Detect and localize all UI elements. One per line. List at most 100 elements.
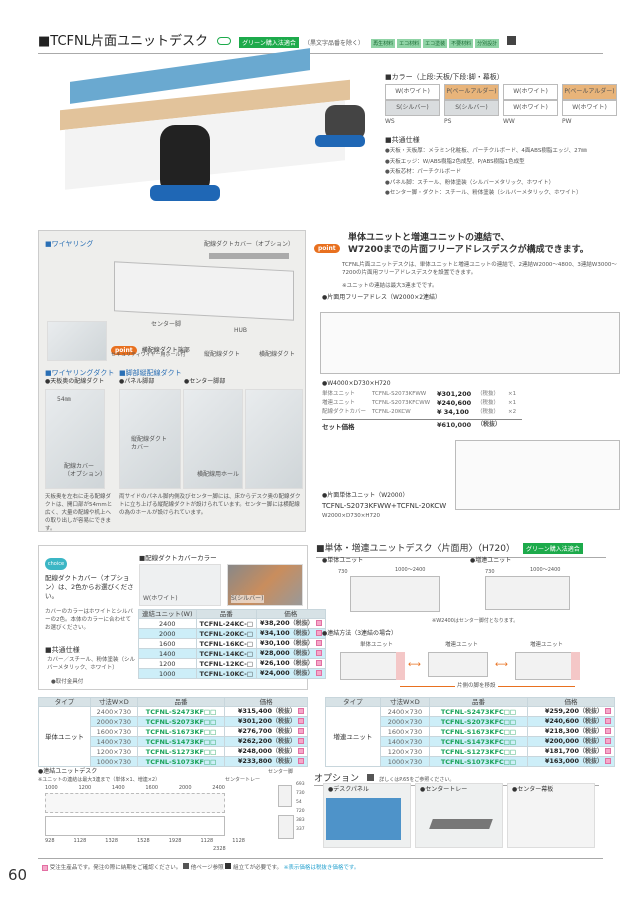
- code-cell: TCFNL-20KC-□: [195, 628, 257, 639]
- assembly-icon: [225, 863, 232, 869]
- add-unit-label: ●増連ユニット: [470, 557, 512, 564]
- size-cell: 1600×730: [89, 726, 138, 737]
- swatch-bottom: S(シルバー): [444, 100, 499, 116]
- made-to-order-icon: [298, 718, 304, 724]
- choice-spec-body: カバー／スチール、粉体塗装（シルバーメタリック、ホワイト）: [47, 657, 136, 671]
- footer-legend: 受注生産品です。発注の際に納期をご確認ください。 他ページ参照 組立てが必要です…: [40, 863, 359, 872]
- linked-note: ※ユニットの連結は最大3連まで（単体×1、増連×2）: [38, 777, 161, 783]
- center-leg-photo: [183, 389, 243, 489]
- price-cell: ¥218,300（税抜）: [526, 726, 616, 737]
- hub-label: HUB: [234, 327, 248, 334]
- page-header: ■TCFNL片面ユニットデスク グリーン購入法適合 （黒文字品番を除く） 再生材…: [38, 30, 603, 54]
- size-cell: 1600×730: [379, 726, 431, 737]
- size-cell: 2000×730: [379, 716, 431, 727]
- swatch-top: W(ホワイト): [503, 84, 558, 100]
- point-badge: point: [314, 244, 340, 253]
- choice-title: 配線ダクトカバー（オプション）は、2色からお選びください。: [45, 574, 134, 600]
- center-leg-label: センター脚: [268, 769, 294, 775]
- hero-desk-image: [40, 48, 370, 225]
- made-to-order-icon: [315, 660, 322, 666]
- choice-panel: choice 配線ダクトカバー（オプション）は、2色からお選びください。 カバー…: [38, 545, 326, 690]
- width-cell: 2400: [138, 618, 197, 629]
- dim: 1128: [200, 838, 214, 844]
- v-cover-label: 縦配線ダクトカバー: [131, 436, 168, 451]
- eco-label: 再生材料: [371, 39, 396, 48]
- price-cell: ¥301,200（税抜）: [224, 716, 308, 727]
- choice-body: カバーのカラーはホワイトとシルバーの2色。本体のカラーに合わせてお選びください。: [45, 609, 134, 631]
- code-cell: TCFNL-S1473KF□□: [136, 736, 226, 747]
- swatch-bottom: S(シルバー): [385, 100, 440, 116]
- options-ref: 詳しくはP.65をご参照ください。: [379, 777, 455, 783]
- cover-opt-label: 配線カバー（オプション）: [64, 463, 107, 478]
- choice-spec-heading: ■共通仕様: [45, 646, 80, 654]
- made-to-order-icon: [605, 728, 611, 734]
- code-cell: TCFNL-S1273KFC□□: [429, 746, 528, 757]
- eco-label: エコ塗装: [423, 39, 448, 48]
- dim: 730: [296, 791, 305, 796]
- item-qty: ×1: [508, 400, 517, 406]
- spec-item: ●センター脚・ダクト：スチール、粉体塗装（シルバーメタリック、ホワイト）: [385, 190, 582, 196]
- dim: 1400: [111, 785, 125, 791]
- price-cell: ¥38,200（税抜）: [255, 618, 326, 629]
- code-cell: TCFNL-14KC-□: [195, 648, 257, 659]
- panel-leg-photo: [119, 389, 181, 489]
- size-cell: 1400×730: [89, 736, 138, 747]
- size-cell: 1400×730: [379, 736, 431, 747]
- leg-desc: 両サイドのパネル脚内側及びセンター脚には、床からデスク奥の配線ダクトに立ち上げる…: [119, 494, 301, 516]
- dim: 1128: [73, 838, 87, 844]
- dim: 1000: [45, 785, 58, 791]
- code-cell: TCFNL-S1673KFC□□: [429, 726, 528, 737]
- add-unit-diagram: [485, 576, 570, 610]
- set-row: 単体ユニット TCFNL-S2073KFWW ¥301,200 （税抜） ×1: [322, 390, 522, 399]
- swatch-code: PW: [562, 118, 572, 125]
- point-badge: point: [111, 346, 137, 355]
- move-leg-label: 片側の脚を移設: [455, 682, 498, 690]
- h-hole-label: 横配線用ホール: [197, 471, 240, 478]
- item-code: TCFNL-S2073KFWW: [372, 391, 427, 397]
- made-to-order-icon: [298, 758, 304, 764]
- green-purchase-badge: グリーン購入法適合: [523, 543, 583, 554]
- linked-plan-view: [45, 793, 225, 813]
- eco-label: 不要材料: [449, 39, 474, 48]
- width-cell: 1600: [138, 638, 197, 649]
- price-cell: ¥28,000（税抜）: [255, 648, 326, 659]
- point-headline: 単体ユニットと増連ユニットの連結で、 W7200までの片面フリーアドレスデスクが…: [348, 232, 589, 256]
- size-cell: 1200×730: [379, 746, 431, 757]
- set-row: 配線ダクトカバー TCFNL-20KCW ¥ 34,100 （税抜） ×2: [322, 408, 522, 417]
- duct-end-photo: [47, 321, 107, 361]
- page-title: ■TCFNL片面ユニットデスク: [38, 34, 208, 49]
- color-heading: ■カラー（上段:天板/下段:脚・幕板）: [385, 73, 504, 81]
- width-cell: 1200: [138, 658, 197, 669]
- item-name: 単体ユニット: [322, 391, 356, 397]
- method-unit-3: [515, 652, 580, 680]
- code-cell: TCFNL-12KC-□: [195, 658, 257, 669]
- tax-label: （税抜）: [477, 400, 500, 406]
- price-cell: ¥248,000（税抜）: [224, 746, 308, 757]
- horizontal-duct-label: 横配線ダクト: [259, 351, 296, 358]
- white-cover-photo: W(ホワイト): [139, 564, 221, 606]
- eco-mark-icon: [217, 37, 232, 45]
- option-label: ●デスクパネル: [328, 786, 369, 793]
- option-center-tray[interactable]: ●センタートレー: [415, 783, 503, 848]
- dim-label: 54㎜: [57, 396, 71, 403]
- item-name: 配線ダクトカバー: [322, 409, 367, 415]
- headline-line: W7200までの片面フリーアドレスデスクが構成できます。: [348, 245, 589, 255]
- eco-label: エコ材料: [397, 39, 422, 48]
- connect-arrow-icon: ⟷: [495, 660, 508, 670]
- option-desk-panel[interactable]: ●デスクパネル: [323, 783, 411, 848]
- price-cell: ¥233,800（税抜）: [224, 756, 308, 767]
- dim: 1600: [145, 785, 159, 791]
- center-leg-label: センター脚: [151, 321, 182, 328]
- option-center-modesty-panel[interactable]: ●センター幕板: [507, 783, 595, 848]
- tax-note: ※表示価格は税抜き価格です。: [283, 865, 360, 871]
- depth-dim: 730: [485, 569, 495, 575]
- code-cell: TCFNL-S1673KF□□: [136, 726, 226, 737]
- price-cell: ¥163,000（税抜）: [526, 756, 616, 767]
- code-cell: TCFNL-16KC-□: [195, 638, 257, 649]
- price-cell: ¥262,200（税抜）: [224, 736, 308, 747]
- double-desk-image: [320, 312, 620, 374]
